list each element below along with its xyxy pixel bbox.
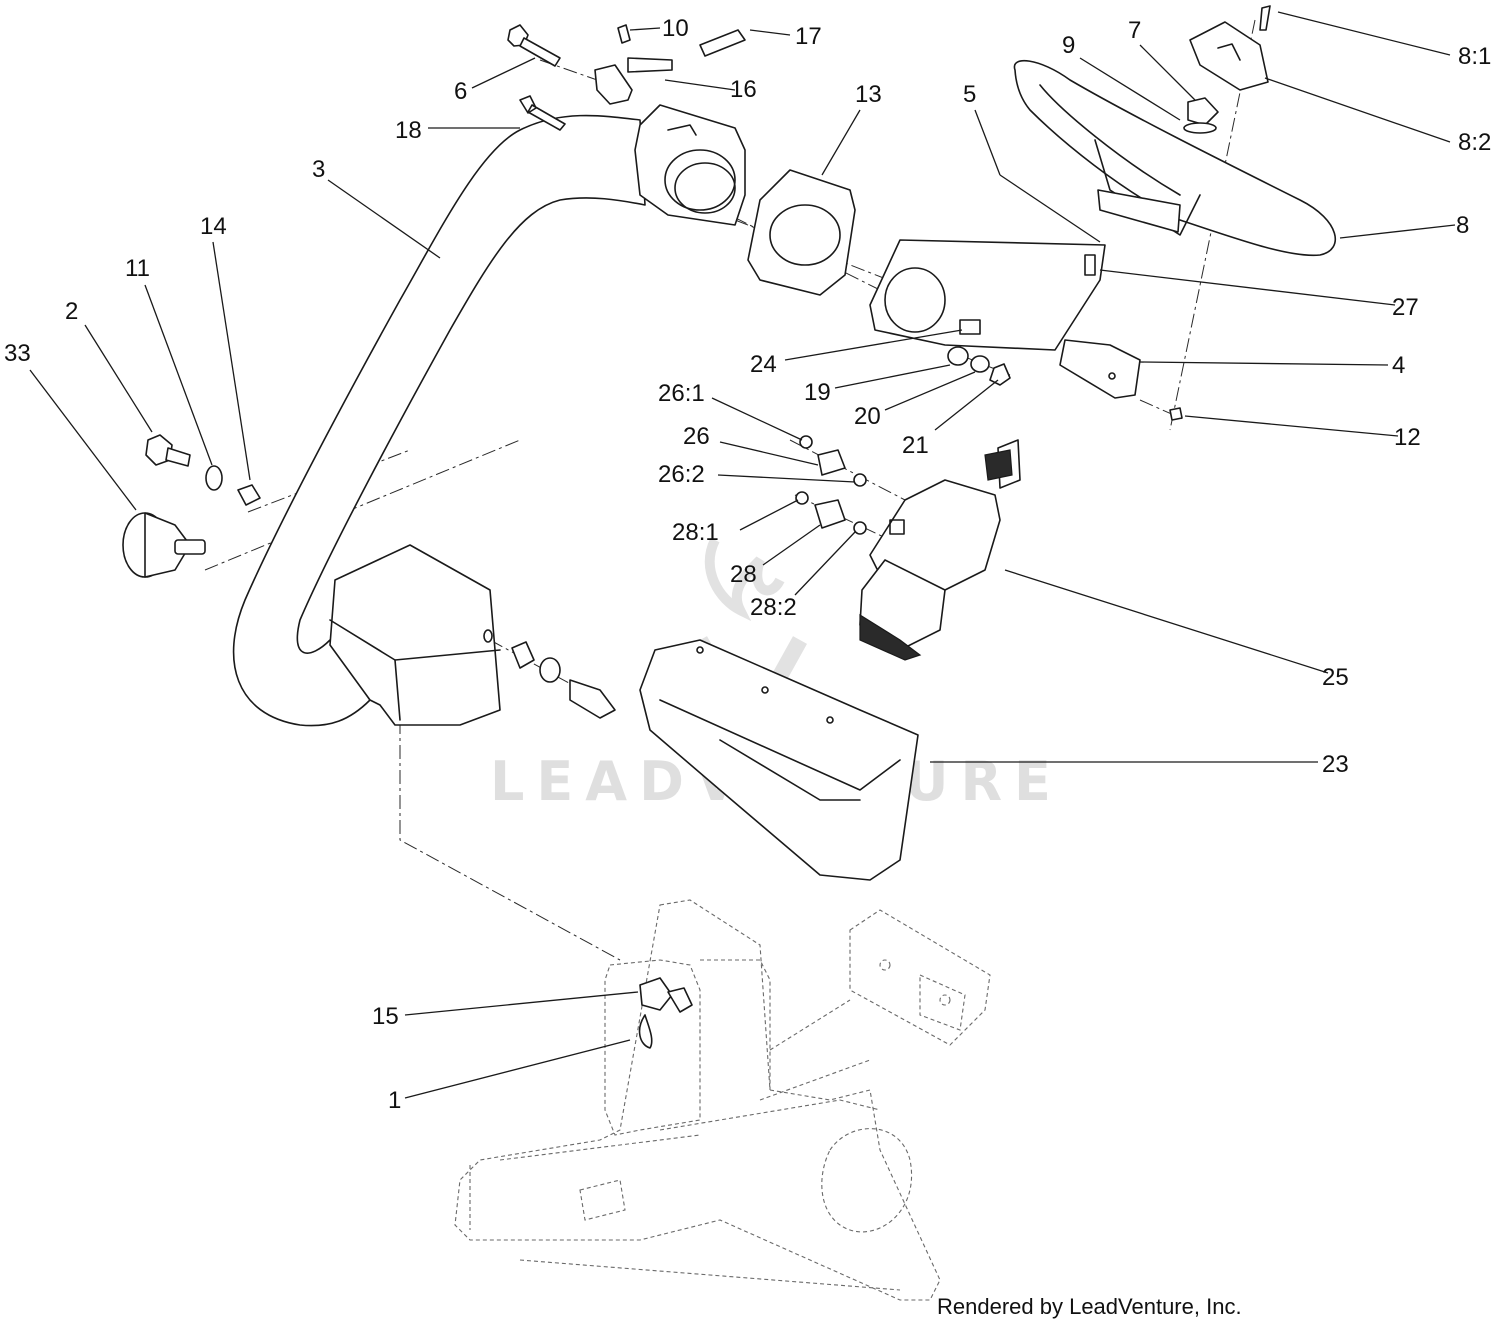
washer-19: [947, 346, 969, 366]
nut-15b: [667, 987, 693, 1013]
callout-28-2: 28:2: [750, 594, 797, 621]
callout-15: 15: [372, 1003, 399, 1030]
callout-7: 7: [1128, 17, 1141, 44]
washer-9: [1183, 122, 1217, 134]
callout-labels: 10 17 6 16 18 13 3 14 11 2 33 9 7 8:1 8:…: [4, 15, 1491, 1114]
callout-26-2: 26:2: [658, 461, 705, 488]
nut-21: [989, 363, 1011, 386]
callout-8-1: 8:1: [1458, 43, 1491, 70]
washer-right: [539, 657, 561, 683]
callout-3: 3: [312, 156, 325, 183]
screw-27: [1084, 254, 1096, 276]
callout-20: 20: [854, 403, 881, 430]
callout-21: 21: [902, 432, 929, 459]
render-credit: Rendered by LeadVenture, Inc.: [937, 1294, 1242, 1319]
bushing-right: [511, 641, 535, 669]
callout-2: 2: [65, 298, 78, 325]
oring-26-1: [799, 435, 813, 449]
oring-28-2: [853, 521, 867, 535]
nut-15: [639, 977, 673, 1011]
callout-19: 19: [804, 379, 831, 406]
bolt-6: [507, 24, 561, 67]
callout-9: 9: [1062, 32, 1075, 59]
callout-33: 33: [4, 340, 31, 367]
callout-28: 28: [730, 561, 757, 588]
leader-lines: [29, 11, 1456, 1099]
screw-8-1: [1259, 5, 1271, 31]
callout-10: 10: [662, 15, 689, 42]
hairpin-1: [638, 1014, 653, 1049]
bolt-right: [569, 679, 616, 719]
oring-28-1: [795, 491, 809, 505]
hub-cap-8-2: [1189, 21, 1269, 91]
callout-1: 1: [388, 1087, 401, 1114]
callout-17: 17: [795, 23, 822, 50]
callout-25: 25: [1322, 664, 1349, 691]
callout-16: 16: [730, 76, 757, 103]
bolt-18: [519, 95, 566, 131]
frame-assembly: [454, 899, 991, 1301]
pin-10: [617, 24, 631, 44]
nut-7: [1187, 97, 1219, 126]
pivot-16: [594, 57, 673, 105]
tube-tower: [232, 114, 646, 727]
callout-12: 12: [1394, 424, 1421, 451]
knob-33: [122, 512, 206, 578]
callout-13: 13: [855, 81, 882, 108]
fitting-26: [817, 449, 846, 476]
callout-18: 18: [395, 117, 422, 144]
callout-4: 4: [1392, 352, 1405, 379]
callout-26: 26: [683, 423, 710, 450]
washer-20: [970, 355, 990, 373]
flange-plate-top: [634, 104, 746, 226]
oring-26-2: [853, 473, 867, 487]
bracket-4: [869, 239, 1141, 399]
callout-26-1: 26:1: [658, 380, 705, 407]
tube-17: [699, 29, 746, 57]
callout-24: 24: [750, 351, 777, 378]
callout-14: 14: [200, 213, 227, 240]
callout-8-2: 8:2: [1458, 129, 1491, 156]
washer-11: [205, 465, 223, 491]
steering-wheel-8: [1013, 59, 1336, 257]
spacer-14: [237, 484, 261, 506]
callout-27: 27: [1392, 294, 1419, 321]
bolt-2: [145, 434, 191, 467]
steering-unit-25: [859, 439, 1021, 661]
screw-12: [1169, 407, 1183, 421]
callout-5: 5: [963, 81, 976, 108]
callout-8: 8: [1456, 212, 1469, 239]
callout-23: 23: [1322, 751, 1349, 778]
cover-23: [639, 639, 919, 881]
callout-28-1: 28:1: [672, 519, 719, 546]
flange-plate-13: [747, 169, 856, 296]
callout-11: 11: [125, 255, 150, 282]
callout-6: 6: [454, 78, 467, 105]
fitting-28: [814, 499, 846, 529]
